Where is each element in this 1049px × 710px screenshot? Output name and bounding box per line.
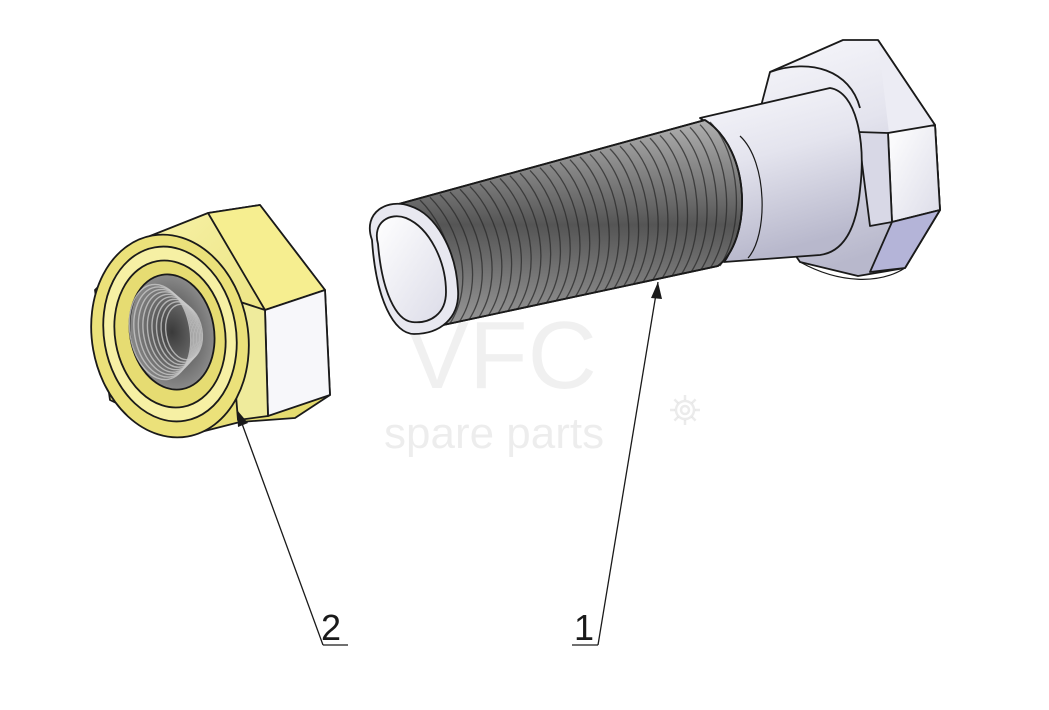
- thread-ring: [619, 145, 649, 285]
- thread-ring: [609, 148, 640, 288]
- thread-ring: [469, 186, 503, 317]
- bore-thread-ring: [142, 291, 196, 373]
- bolt: [369, 39, 941, 335]
- thread-ring: [669, 132, 698, 275]
- thread-ring: [639, 140, 669, 281]
- thread-ring: [559, 161, 591, 298]
- thread-ring: [549, 164, 581, 300]
- leader-arrow-1: [651, 282, 662, 299]
- watermark-tagline: spare parts: [384, 409, 604, 458]
- part-number-2: 2: [321, 607, 341, 648]
- bore-thread-ring: [164, 303, 204, 361]
- bore-thread-ring: [146, 293, 198, 371]
- thread-ring: [709, 121, 737, 267]
- thread-ring: [509, 175, 542, 308]
- bore-thread-ring: [160, 301, 202, 363]
- leader-arrow-2: [237, 410, 248, 427]
- leader-line-2: [236, 409, 324, 646]
- bore-thread-ring: [128, 283, 192, 381]
- thread-ring: [489, 180, 522, 312]
- bore-thread-ring: [137, 288, 195, 376]
- callout-2: 2: [236, 409, 348, 648]
- thread-ring: [499, 178, 532, 310]
- thread-ring: [479, 183, 513, 314]
- thread-ring: [539, 167, 571, 302]
- thread-ring: [659, 134, 689, 277]
- bore-thread-ring: [155, 298, 201, 366]
- callout-1: 1: [572, 281, 662, 648]
- bolt-thread: [394, 119, 743, 331]
- bore-thread-ring: [133, 286, 193, 378]
- thread-ring: [699, 124, 728, 269]
- thread-ring: [439, 194, 474, 323]
- bolt-end: [369, 202, 459, 335]
- thread-ring: [569, 159, 601, 296]
- gear-icon: [670, 395, 700, 425]
- thread-ring: [449, 191, 483, 321]
- thread-ring: [679, 129, 708, 273]
- leader-line-1: [597, 281, 659, 646]
- thread-ring: [689, 126, 718, 271]
- bore-thread-ring: [151, 296, 199, 368]
- thread-ring: [649, 137, 679, 279]
- thread-ring: [589, 153, 620, 292]
- part-number-1: 1: [574, 607, 594, 648]
- thread-ring: [529, 169, 562, 304]
- thread-ring: [429, 196, 464, 325]
- thread-ring: [459, 188, 493, 319]
- thread-ring: [629, 143, 659, 283]
- watermark: VFC spare parts: [384, 302, 700, 458]
- thread-ring: [599, 151, 630, 290]
- thread-ring: [519, 172, 552, 306]
- lock-nut: [90, 204, 331, 439]
- thread-ring: [579, 156, 610, 294]
